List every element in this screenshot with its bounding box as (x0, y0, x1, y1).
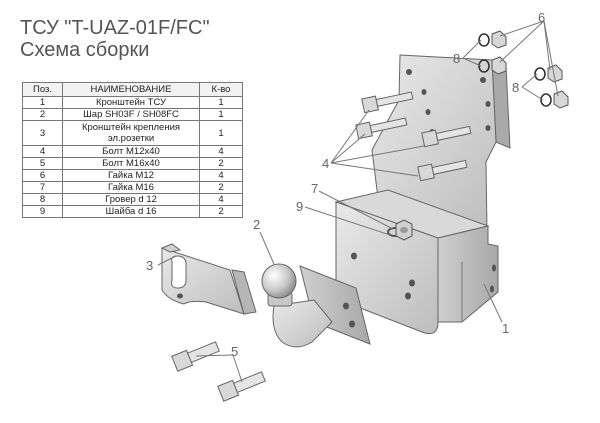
drawing-title: ТСУ "T-UAZ-01F/FC" (20, 17, 210, 39)
leader-lines (157, 20, 559, 383)
nut-m16-washer (387, 219, 413, 241)
callout-1: 1 (502, 321, 509, 336)
callout-5: 5 (231, 344, 238, 359)
bolt-m12-group (355, 91, 472, 182)
header-qty: К-во (199, 82, 243, 97)
row-name: Кронштейн крепления эл.розетки (62, 120, 200, 146)
towbar-bracket (334, 54, 511, 335)
callout-9: 9 (296, 199, 303, 214)
table-row: 8 Гровер d 12 4 (22, 193, 243, 206)
drawing-subtitle: Схема сборки (20, 39, 150, 61)
callout-6: 6 (538, 10, 545, 25)
callout-2: 2 (253, 217, 260, 232)
parts-table-header: Поз. НАИМЕНОВАНИЕ К-во (22, 82, 243, 97)
callout-8-right: 8 (512, 80, 519, 95)
bolt-m16-group (171, 341, 266, 402)
tow-ball (261, 263, 371, 348)
socket-bracket (160, 243, 257, 315)
callout-4: 4 (322, 156, 329, 171)
callout-8-top: 8 (453, 51, 460, 66)
callout-3: 3 (146, 258, 153, 273)
row-qty: 2 (199, 205, 243, 218)
callout-7: 7 (311, 181, 318, 196)
nuts-and-growers (478, 30, 569, 109)
row-qty: 1 (199, 120, 243, 146)
table-row: 9 Шайба d 16 2 (22, 205, 243, 218)
header-name: НАИМЕНОВАНИЕ (62, 82, 200, 97)
parts-table: Поз. НАИМЕНОВАНИЕ К-во 1 Кронштейн ТСУ 1… (22, 82, 243, 218)
table-row: 3 Кронштейн крепления эл.розетки 1 (22, 120, 243, 146)
table-row: 1 Кронштейн ТСУ 1 (22, 96, 243, 109)
